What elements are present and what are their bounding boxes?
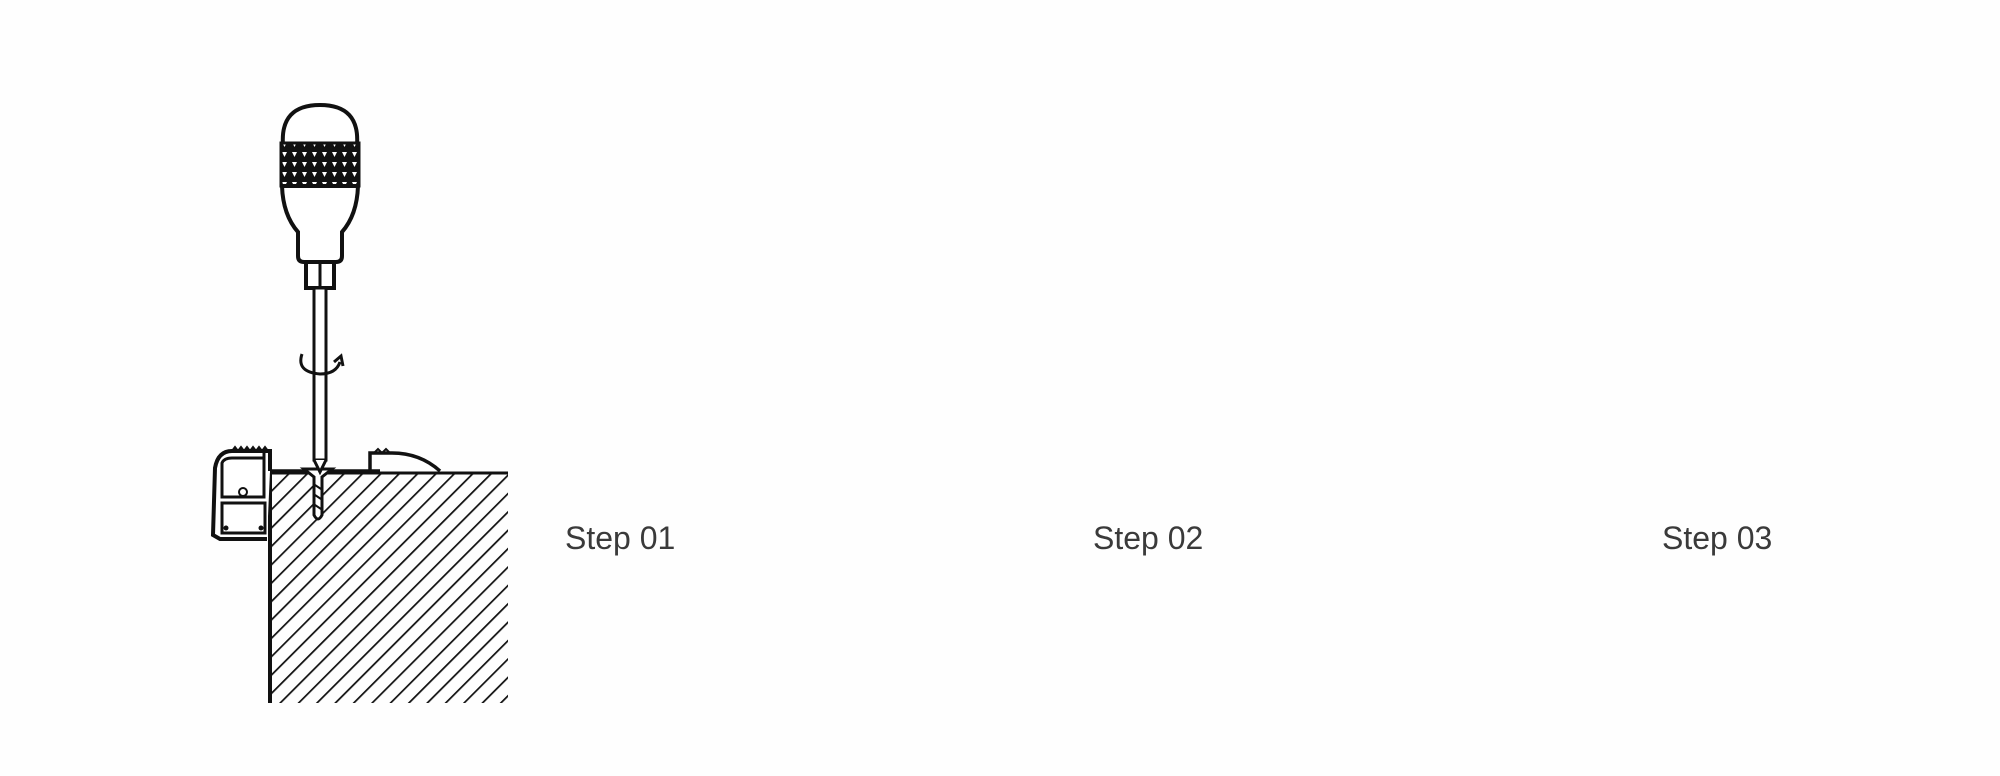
step-03-label: Step 03 (1662, 520, 1773, 556)
step-02-label: Step 02 (1093, 520, 1204, 556)
step-01-label: Step 01 (565, 520, 676, 556)
step-01-illustration (211, 446, 510, 705)
screwdriver-icon (279, 102, 361, 476)
